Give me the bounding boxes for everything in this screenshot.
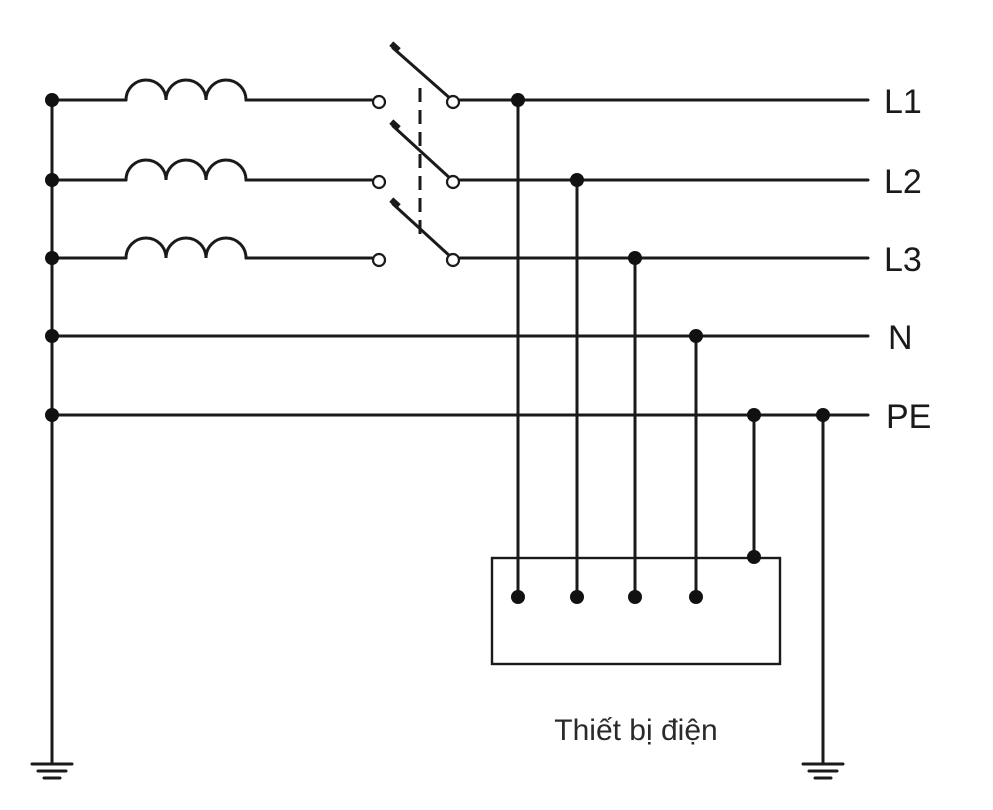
switch-terminal-l2-out bbox=[445, 174, 461, 190]
junction-dot bbox=[45, 408, 59, 422]
junction-dot bbox=[45, 329, 59, 343]
source-ground-icon bbox=[30, 762, 74, 780]
switch-blade-l1 bbox=[391, 46, 454, 102]
device-terminal bbox=[628, 590, 642, 604]
label-l1: L1 bbox=[884, 83, 922, 121]
label-l2: L2 bbox=[884, 163, 922, 201]
coil-l1-icon bbox=[124, 78, 248, 102]
junction-dot bbox=[511, 93, 525, 107]
switch-terminal-l1-out bbox=[445, 94, 461, 110]
device-label: Thiết bị điện bbox=[554, 714, 717, 747]
junction-dot bbox=[689, 329, 703, 343]
label-pe: PE bbox=[886, 398, 931, 436]
pe-ground-icon bbox=[801, 762, 845, 780]
device-terminal-pe bbox=[747, 550, 761, 564]
coil-l2-icon bbox=[124, 158, 248, 182]
device-terminal bbox=[570, 590, 584, 604]
switch-terminal-l2-in bbox=[371, 174, 387, 190]
switch-terminal-l1-in bbox=[371, 94, 387, 110]
label-l3: L3 bbox=[884, 241, 922, 279]
coil-l3-icon bbox=[124, 236, 248, 260]
junction-dot bbox=[628, 251, 642, 265]
phase-l3-line bbox=[50, 197, 870, 268]
switch-terminal-l3-out bbox=[445, 252, 461, 268]
label-n: N bbox=[888, 319, 913, 357]
junction-dot bbox=[570, 173, 584, 187]
junction-dot bbox=[45, 251, 59, 265]
phase-l1-line bbox=[50, 41, 870, 110]
junction-dot bbox=[816, 408, 830, 422]
device-terminal bbox=[511, 590, 525, 604]
phase-l2-line bbox=[50, 119, 870, 190]
switch-blade-l2 bbox=[391, 124, 454, 182]
junction-dot bbox=[747, 408, 761, 422]
junction-dot bbox=[45, 93, 59, 107]
switch-blade-l3 bbox=[391, 202, 454, 260]
switch-terminal-l3-in bbox=[371, 252, 387, 268]
junction-dot bbox=[45, 173, 59, 187]
device-box bbox=[490, 556, 782, 666]
device-terminal bbox=[689, 590, 703, 604]
